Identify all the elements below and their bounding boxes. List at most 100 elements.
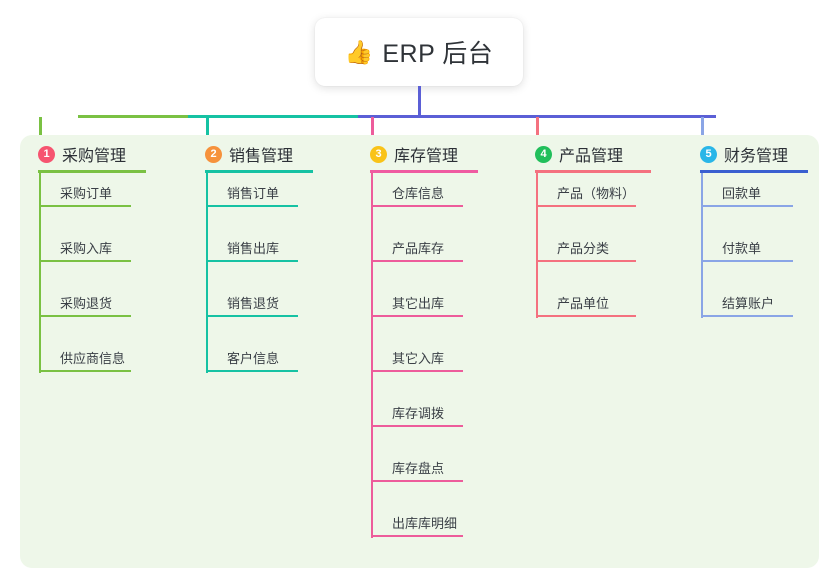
branch-leaf-item[interactable]: 仓库信息 <box>370 173 472 228</box>
branch-leaf-item[interactable]: 付款单 <box>700 228 802 283</box>
branch-header-rule <box>205 170 313 173</box>
branch-leaf-label: 产品（物料） <box>557 186 636 201</box>
branch-index-badge: 1 <box>38 145 55 163</box>
branch-leaf-label: 销售出库 <box>227 241 280 256</box>
branch-leaf-rule <box>39 260 131 262</box>
branch-title: 采购管理 <box>62 148 127 165</box>
branch-leaf-label: 销售订单 <box>227 186 280 201</box>
branch-leaf-item[interactable]: 产品单位 <box>535 283 645 338</box>
branch-leaf-item[interactable]: 客户信息 <box>205 338 307 393</box>
thumbs-up-icon: 👍 <box>344 38 374 65</box>
branch-leaf-rule <box>536 315 636 317</box>
branch-header-rule <box>535 170 651 173</box>
branch-title: 财务管理 <box>724 148 789 165</box>
drop-connector-2 <box>206 117 209 143</box>
root-node-title: ERP 后台 <box>382 40 494 68</box>
branch-leaf-item[interactable]: 销售订单 <box>205 173 307 228</box>
branch-leaf-label: 出库库明细 <box>392 516 458 531</box>
branch-leaf-label: 采购入库 <box>60 241 113 256</box>
branch-leaf-rule <box>206 260 298 262</box>
branch-header-rule <box>38 170 146 173</box>
branch-leaf-rule <box>206 205 298 207</box>
branch-leaf-label: 产品分类 <box>557 241 610 256</box>
branch-leaf-item[interactable]: 结算账户 <box>700 283 802 338</box>
branch-leaf-label: 产品单位 <box>557 296 610 311</box>
branch-leaf-rule <box>701 260 793 262</box>
branch-header-2[interactable]: 2 销售管理 <box>205 142 293 166</box>
branch-leaf-label: 付款单 <box>722 241 762 256</box>
branch-leaf-label: 库存盘点 <box>392 461 445 476</box>
branch-leaf-label: 产品库存 <box>392 241 445 256</box>
branch-header-rule <box>370 170 478 173</box>
branch-leaf-rule <box>206 370 298 372</box>
branch-spine <box>39 173 41 373</box>
branch-leaf-label: 销售退货 <box>227 296 280 311</box>
branch-index-badge: 3 <box>370 145 387 163</box>
branch-leaf-item[interactable]: 库存调拨 <box>370 393 472 448</box>
drop-connector-4 <box>536 117 539 143</box>
branch-leaf-label: 客户信息 <box>227 351 280 366</box>
branch-leaf-label: 采购退货 <box>60 296 113 311</box>
branch-header-1[interactable]: 1 采购管理 <box>38 142 126 166</box>
branch-leaf-rule <box>371 425 463 427</box>
branch-header-4[interactable]: 4 产品管理 <box>535 142 623 166</box>
branch-leaf-label: 其它入库 <box>392 351 445 366</box>
branch-header-3[interactable]: 3 库存管理 <box>370 142 458 166</box>
branch-leaf-item[interactable]: 产品（物料） <box>535 173 645 228</box>
branch-leaf-rule <box>39 370 131 372</box>
branches-panel: 1 采购管理采购订单采购入库采购退货供应商信息 2 销售管理销售订单销售出库销售退货客… <box>20 135 819 568</box>
branch-leaf-label: 库存调拨 <box>392 406 445 421</box>
branch-leaf-item[interactable]: 采购入库 <box>38 228 140 283</box>
branch-leaf-rule <box>371 535 463 537</box>
branch-spine <box>536 173 538 318</box>
branch-leaf-item[interactable]: 销售退货 <box>205 283 307 338</box>
branch-leaf-rule <box>371 260 463 262</box>
drop-connector-1 <box>39 117 42 143</box>
branch-leaf-item[interactable]: 产品分类 <box>535 228 645 283</box>
branch-title: 销售管理 <box>229 148 294 165</box>
bus-segment-2 <box>188 115 358 118</box>
branch-leaf-label: 采购订单 <box>60 186 113 201</box>
branch-leaf-label: 仓库信息 <box>392 186 445 201</box>
branch-index-badge: 4 <box>535 145 552 163</box>
branch-leaf-rule <box>536 205 636 207</box>
branch-leaf-label: 回款单 <box>722 186 762 201</box>
branch-leaf-rule <box>536 260 636 262</box>
root-trunk-connector <box>418 86 421 117</box>
branch-leaf-item[interactable]: 销售出库 <box>205 228 307 283</box>
branch-leaf-item[interactable]: 其它出库 <box>370 283 472 338</box>
branch-title: 产品管理 <box>559 148 624 165</box>
branch-leaf-item[interactable]: 出库库明细 <box>370 503 472 558</box>
branch-leaf-item[interactable]: 库存盘点 <box>370 448 472 503</box>
bus-segment-1 <box>78 115 188 118</box>
branch-leaf-rule <box>39 205 131 207</box>
drop-connector-5 <box>701 117 704 143</box>
branch-leaf-rule <box>701 205 793 207</box>
branch-index-badge: 5 <box>700 145 717 163</box>
branch-leaf-rule <box>206 315 298 317</box>
branch-index-badge: 2 <box>205 145 222 163</box>
branch-leaf-item[interactable]: 采购退货 <box>38 283 140 338</box>
branch-title: 库存管理 <box>394 148 459 165</box>
drop-connector-3 <box>371 117 374 143</box>
branch-leaf-item[interactable]: 回款单 <box>700 173 802 228</box>
root-node[interactable]: 👍 ERP 后台 <box>315 18 523 86</box>
branch-spine <box>206 173 208 373</box>
branch-leaf-rule <box>371 480 463 482</box>
branch-leaf-rule <box>701 315 793 317</box>
branch-leaf-rule <box>371 370 463 372</box>
branch-spine <box>371 173 373 538</box>
branch-leaf-rule <box>371 205 463 207</box>
branch-leaf-rule <box>39 315 131 317</box>
branch-leaf-item[interactable]: 采购订单 <box>38 173 140 228</box>
branch-leaf-item[interactable]: 供应商信息 <box>38 338 140 393</box>
branch-leaf-item[interactable]: 其它入库 <box>370 338 472 393</box>
branch-leaf-label: 结算账户 <box>722 296 775 311</box>
branch-header-5[interactable]: 5 财务管理 <box>700 142 788 166</box>
branch-leaf-item[interactable]: 产品库存 <box>370 228 472 283</box>
bus-segment-3 <box>358 115 716 118</box>
branch-spine <box>701 173 703 318</box>
branch-header-rule <box>700 170 808 173</box>
branch-leaf-label: 供应商信息 <box>60 351 126 366</box>
